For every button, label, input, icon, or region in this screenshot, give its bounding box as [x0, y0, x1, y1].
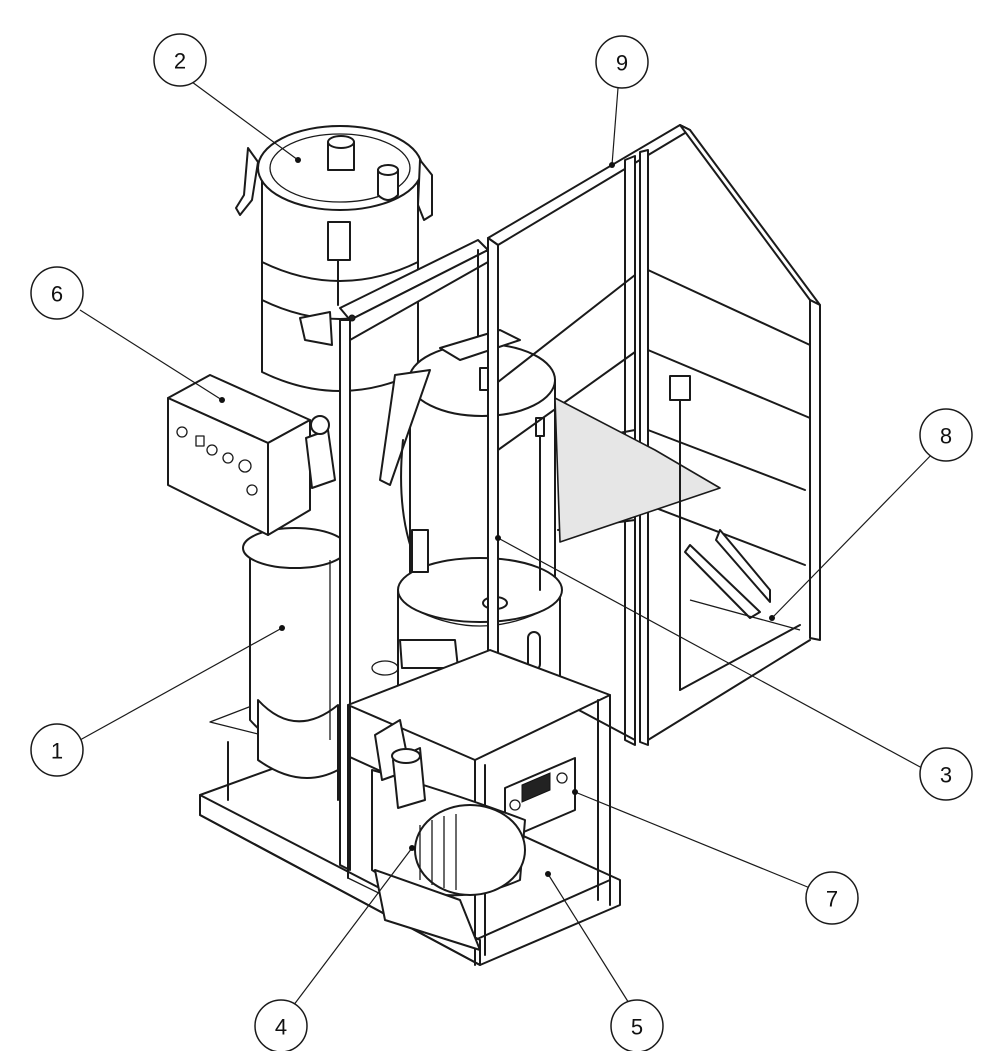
- main-cylinder-lower: [242, 527, 348, 779]
- callout-8: 8: [919, 408, 973, 462]
- leader-dot-7: [572, 789, 578, 795]
- callout-5: 5: [610, 999, 664, 1051]
- callout-label-3: 3: [940, 763, 952, 788]
- leader-9: [611, 87, 619, 166]
- motor-blower: [371, 719, 526, 951]
- callout-4: 4: [254, 999, 308, 1051]
- leader-dot-2: [295, 157, 301, 163]
- leader-lines: [79, 81, 939, 1011]
- leader-3: [497, 537, 923, 769]
- callout-label-8: 8: [940, 424, 952, 449]
- leader-dot-8: [769, 615, 775, 621]
- callout-1: 1: [30, 723, 84, 777]
- callout-2: 2: [153, 33, 207, 87]
- leader-dot-9: [609, 162, 615, 168]
- leader-dot-6: [219, 397, 225, 403]
- callout-7: 7: [805, 871, 859, 925]
- callout-label-5: 5: [631, 1015, 643, 1040]
- callout-3: 3: [919, 747, 973, 801]
- leader-7: [574, 791, 811, 889]
- callout-label-1: 1: [51, 739, 63, 764]
- leader-dot-5: [545, 871, 551, 877]
- leader-4: [289, 847, 413, 1011]
- callout-label-4: 4: [275, 1015, 287, 1040]
- railing-frame: [487, 124, 821, 746]
- callout-label-6: 6: [51, 282, 63, 307]
- callout-label-9: 9: [616, 51, 628, 76]
- callouts: 1 2 3 4 5 6 7 8: [30, 33, 973, 1051]
- callout-label-2: 2: [174, 49, 186, 74]
- control-box: [167, 374, 336, 536]
- leader-8: [771, 447, 939, 619]
- leader-1: [79, 627, 283, 741]
- leader-5: [547, 873, 633, 1009]
- top-vessel: [235, 125, 433, 392]
- leader-dot-4: [409, 845, 415, 851]
- callout-9: 9: [595, 35, 649, 89]
- leader-dot-1: [279, 625, 285, 631]
- leader-6: [79, 309, 223, 401]
- leader-dot-3: [495, 535, 501, 541]
- leader-2: [191, 81, 299, 161]
- callout-6: 6: [30, 266, 84, 320]
- callout-label-7: 7: [826, 887, 838, 912]
